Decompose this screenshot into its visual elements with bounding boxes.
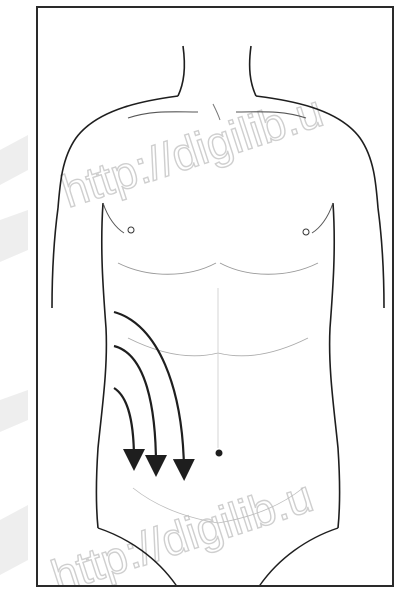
umbilicus [216, 450, 223, 457]
watermark-lower: http://digilib.u [45, 469, 319, 587]
neck-right-outline [250, 46, 256, 96]
neck-left-outline [178, 46, 184, 96]
right-pectoral-contour [220, 263, 318, 274]
left-axilla [103, 203, 124, 233]
right-arm-outline [378, 208, 384, 308]
right-groin-line [258, 528, 338, 587]
left-nipple [128, 227, 134, 233]
right-axilla [312, 203, 333, 233]
torso-illustration: http://digilib.u http://digilib.u [38, 8, 394, 587]
watermark-fragment-left-4 [0, 505, 28, 575]
watermark-upper: http://digilib.u [55, 84, 329, 217]
left-torso-outline [97, 203, 107, 528]
right-torso-outline [330, 203, 340, 528]
watermark-fragment-left-2 [0, 210, 28, 262]
right-nipple [303, 229, 309, 235]
watermark-fragment-left-3 [0, 390, 28, 432]
left-clavicle [128, 112, 198, 118]
arrow-middle-curve [114, 346, 156, 466]
arrow-inner-curve [114, 388, 134, 460]
watermark-fragment-left-1 [0, 135, 28, 185]
illustration-frame: http://digilib.u http://digilib.u [36, 6, 394, 587]
left-arm-outline [52, 208, 58, 308]
left-pectoral-contour [118, 263, 216, 274]
